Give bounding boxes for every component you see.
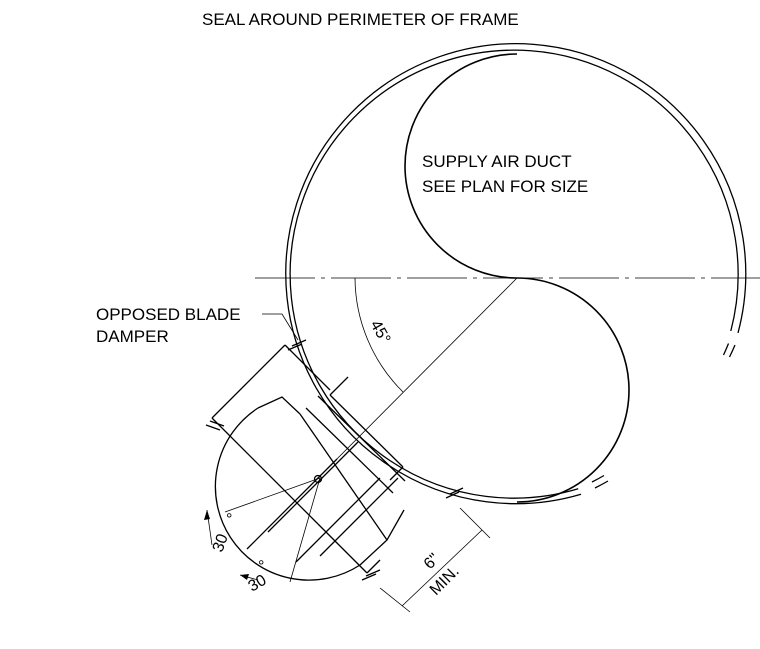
min-distance-dimension	[379, 507, 491, 613]
damper-note-line1: OPPOSED BLADE	[96, 305, 241, 324]
angle-30-degree-a: °	[226, 511, 232, 528]
damper-note-line2: DAMPER	[96, 327, 169, 346]
damper-blades	[224, 441, 399, 583]
takeoff-frame	[211, 344, 404, 574]
angle-30-label-a: 30	[210, 532, 232, 555]
angle-30-degree-b: °	[258, 558, 264, 575]
angle-30-label-b: 30	[246, 572, 270, 596]
angle-45-label: 45°	[367, 318, 394, 347]
main-duct-circle	[285, 43, 747, 505]
frame-ticks	[205, 339, 464, 581]
duct-note-line2: SEE PLAN FOR SIZE	[422, 177, 588, 196]
duct-note-line1: SUPPLY AIR DUCT	[422, 152, 572, 171]
min-distance-value: 6"	[421, 550, 443, 572]
takeoff-axis-line	[317, 277, 518, 479]
angle-45-arc	[354, 277, 404, 393]
angle-30-dimensions	[204, 509, 259, 581]
seal-note: SEAL AROUND PERIMETER OF FRAME	[202, 10, 519, 29]
damper-body	[214, 395, 406, 581]
damper-shaft	[313, 474, 323, 484]
